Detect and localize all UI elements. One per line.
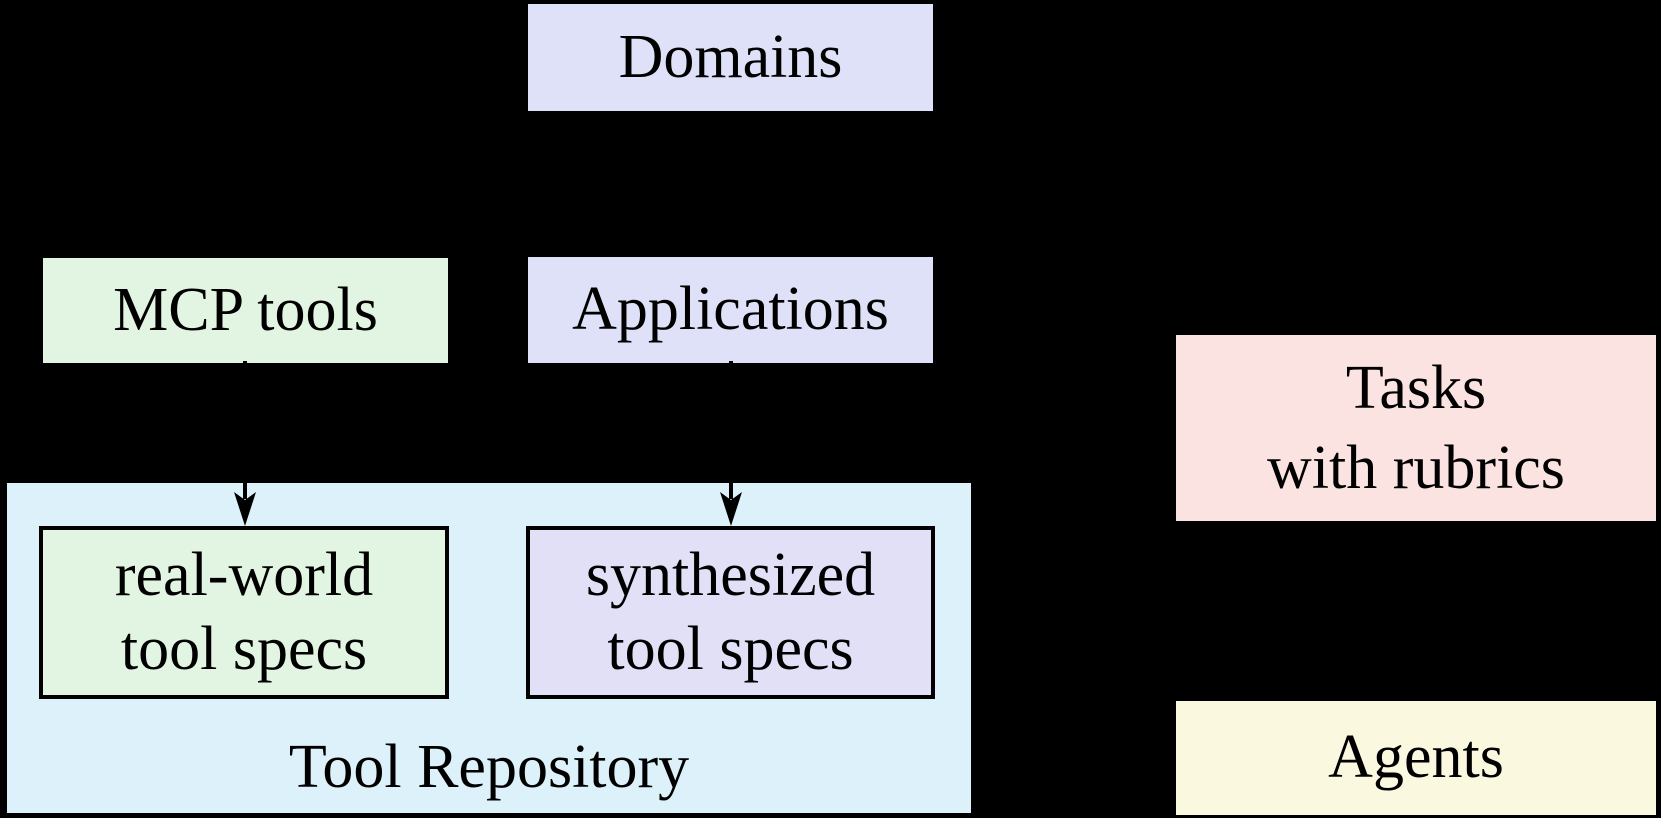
mcp-tools-label: MCP tools	[113, 275, 378, 344]
mcp-tools-box: MCP tools	[43, 258, 448, 363]
tasks-with-rubrics-box: Tasks with rubrics	[1176, 335, 1656, 521]
applications-label: Applications	[572, 275, 889, 344]
synthesized-label-line1: synthesized	[585, 541, 876, 610]
arrow-applications-to-synthesized	[720, 361, 742, 526]
tasks-label-line1: Tasks	[1345, 354, 1487, 422]
real-world-label-line2: tool specs	[120, 614, 368, 683]
synthesized-label-line2: tool specs	[607, 614, 854, 683]
agents-box: Agents	[1176, 701, 1656, 815]
real-world-label-line1: real-world	[114, 541, 374, 610]
agents-label: Agents	[1328, 723, 1504, 792]
synthesized-tool-specs-box: synthesized tool specs	[526, 526, 935, 699]
tasks-label-line2: with rubrics	[1267, 434, 1565, 502]
applications-box: Applications	[528, 257, 933, 363]
domains-label: Domains	[618, 22, 843, 91]
arrowhead-down-icon	[720, 492, 742, 526]
arrowhead-down-icon	[234, 492, 256, 526]
real-world-tool-specs-box: real-world tool specs	[39, 526, 449, 699]
tool-repository-label: Tool Repository	[288, 732, 690, 801]
arrow-mcp-to-real-world	[234, 361, 256, 526]
domains-box: Domains	[528, 4, 933, 111]
tool-repository-label-row: Tool Repository	[5, 727, 973, 807]
